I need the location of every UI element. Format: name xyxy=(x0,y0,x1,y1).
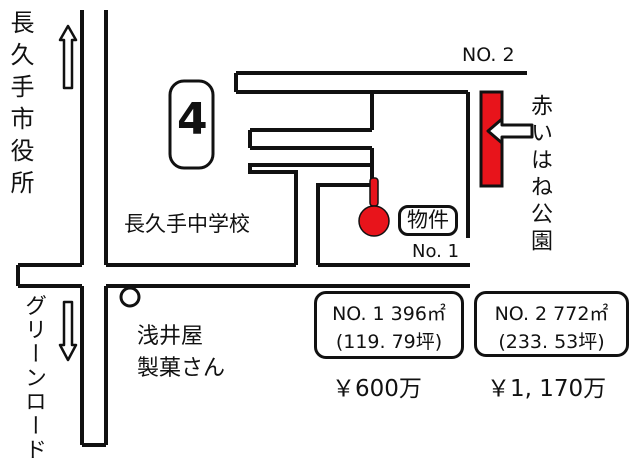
park-label: 赤いはね公園 xyxy=(527,94,552,256)
lot-2-area: NO. 2 772㎡ xyxy=(494,303,609,325)
number-badge: 4 xyxy=(177,94,208,145)
lot-1-area: NO. 1 396㎡ xyxy=(332,303,446,325)
arrow-left-icon xyxy=(486,117,534,145)
main-horizontal-road xyxy=(16,263,470,288)
lot-2-tsubo: (233. 53坪) xyxy=(498,331,605,353)
side-road xyxy=(248,163,374,265)
arrow-up-icon xyxy=(58,24,78,90)
school-label: 長久手中学校 xyxy=(124,212,250,236)
circle-landmark-icon xyxy=(119,286,141,308)
no2-road-label: NO. 2 xyxy=(462,44,515,66)
main-vertical-road xyxy=(80,10,108,447)
green-road-label: グリーンロード xyxy=(21,294,46,462)
location-pin-icon xyxy=(358,177,390,237)
shop-label-line2: 製菓さん xyxy=(137,356,226,381)
arrow-down-icon xyxy=(58,300,78,362)
number-badge-frame xyxy=(168,79,215,170)
property-label: 物件 xyxy=(398,205,458,236)
upper-road xyxy=(234,71,527,238)
shop-label-line1: 浅井屋 xyxy=(137,324,204,349)
lot-1-price: ￥600万 xyxy=(332,376,422,402)
city-hall-label: 長久手市役所 xyxy=(6,10,34,202)
no1-road-label: No. 1 xyxy=(412,241,460,262)
lot-2-price: ￥1, 170万 xyxy=(487,376,607,402)
lot-1-box: NO. 1 396㎡ (119. 79坪) xyxy=(314,291,464,359)
lot-2-box: NO. 2 772㎡ (233. 53坪) xyxy=(474,291,629,357)
lot-1-tsubo: (119. 79坪) xyxy=(335,331,443,353)
